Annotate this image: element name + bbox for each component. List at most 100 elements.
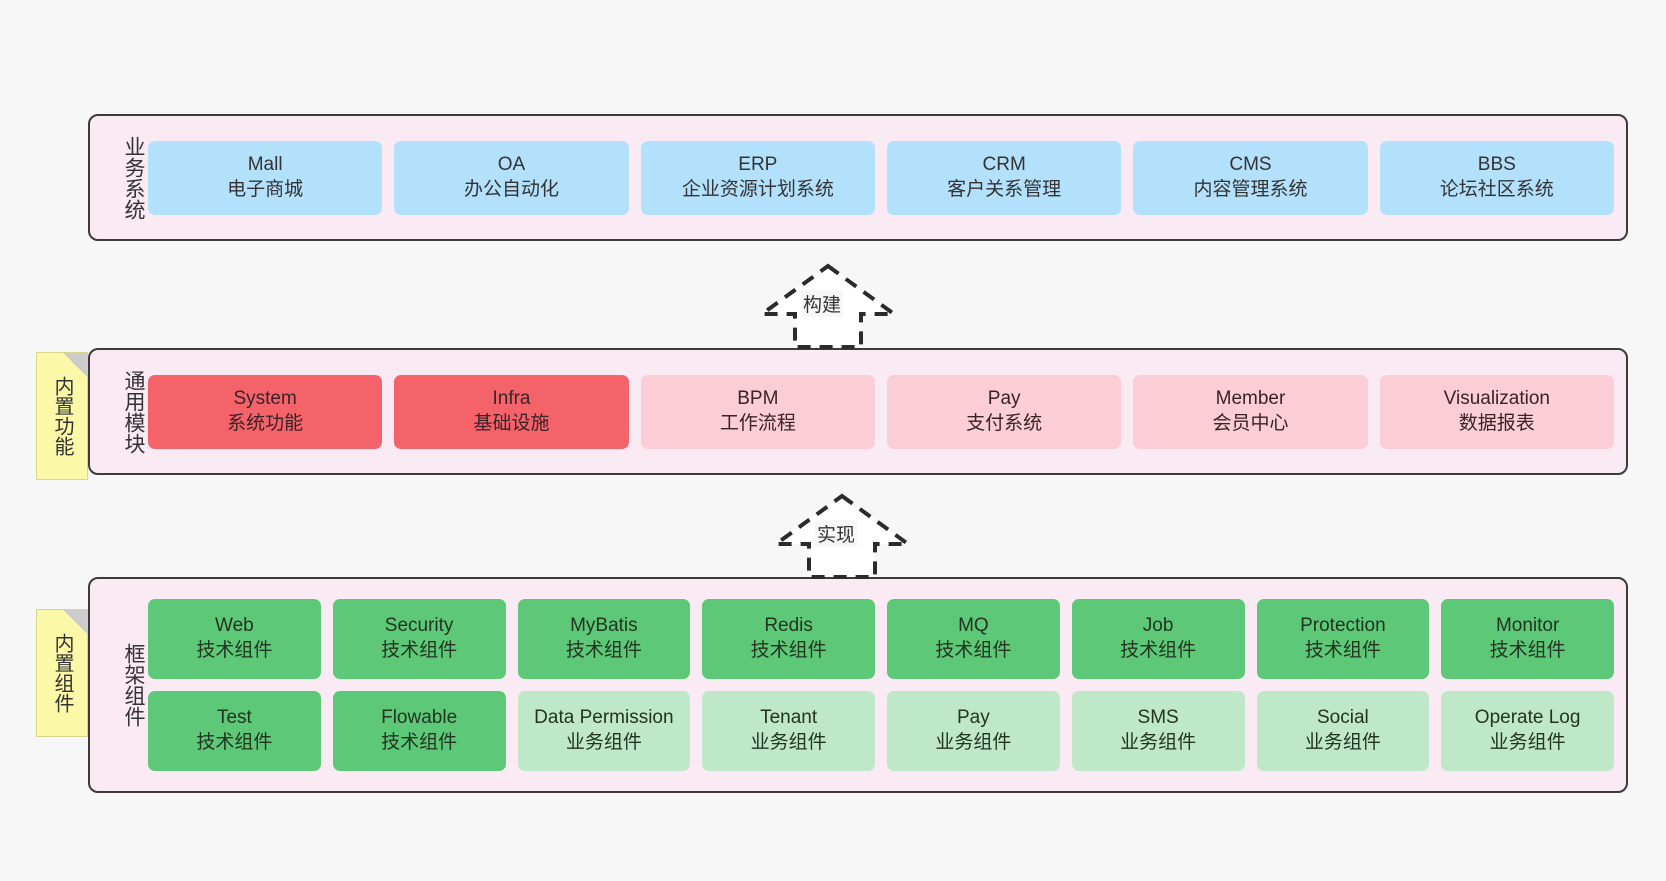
card-title: Operate Log bbox=[1474, 707, 1581, 729]
card-subtitle: 业务组件 bbox=[750, 732, 827, 753]
layer-title-business: 业务系统 bbox=[122, 135, 145, 220]
card-job[interactable]: Job 技术组件 bbox=[1071, 599, 1245, 679]
arrow-build-label: 构建 bbox=[801, 290, 844, 317]
card-title: OA bbox=[497, 153, 526, 175]
card-protection[interactable]: Protection 技术组件 bbox=[1256, 599, 1430, 679]
arrow-build-up: 构建 bbox=[755, 262, 901, 349]
card-title: MQ bbox=[958, 615, 989, 637]
card-title: Monitor bbox=[1495, 615, 1560, 637]
card-web[interactable]: Web 技术组件 bbox=[148, 599, 321, 679]
card-row-framework-business: Test 技术组件 Flowable 技术组件 Data Permission … bbox=[148, 691, 1614, 771]
card-erp[interactable]: ERP 企业资源计划系统 bbox=[640, 140, 875, 215]
card-subtitle: 企业资源计划系统 bbox=[681, 178, 834, 200]
card-redis[interactable]: Redis 技术组件 bbox=[702, 599, 875, 679]
card-subtitle: 技术组件 bbox=[1120, 640, 1197, 661]
layer-common-modules: 通用模块 System 系统功能 Infra 基础设施 BPM 工作流程 Pay… bbox=[88, 348, 1628, 475]
card-cms[interactable]: CMS 内容管理系统 bbox=[1133, 140, 1368, 215]
card-subtitle: 论坛社区系统 bbox=[1439, 178, 1554, 200]
card-mq[interactable]: MQ 技术组件 bbox=[887, 599, 1060, 679]
card-subtitle: 电子商城 bbox=[227, 178, 304, 200]
card-title: SMS bbox=[1137, 707, 1179, 729]
card-subtitle: 业务组件 bbox=[565, 732, 642, 753]
card-data-permission[interactable]: Data Permission 业务组件 bbox=[517, 691, 691, 771]
card-subtitle: 客户关系管理 bbox=[947, 178, 1062, 200]
layer-body-common: System 系统功能 Infra 基础设施 BPM 工作流程 Pay 支付系统… bbox=[144, 350, 1626, 473]
card-title: Member bbox=[1215, 387, 1286, 409]
card-tenant[interactable]: Tenant 业务组件 bbox=[702, 691, 875, 771]
card-subtitle: 系统功能 bbox=[227, 412, 304, 434]
card-subtitle: 技术组件 bbox=[750, 640, 827, 661]
card-title: Visualization bbox=[1443, 387, 1550, 409]
card-title: Social bbox=[1317, 707, 1369, 729]
card-subtitle: 业务组件 bbox=[1120, 732, 1197, 753]
card-title: Mall bbox=[247, 153, 283, 175]
card-title: Flowable bbox=[381, 707, 458, 729]
card-title: Pay bbox=[987, 387, 1021, 409]
card-crm[interactable]: CRM 客户关系管理 bbox=[886, 140, 1122, 215]
card-operate-log[interactable]: Operate Log 业务组件 bbox=[1441, 691, 1614, 771]
arrow-implement-up: 实现 bbox=[769, 492, 915, 579]
card-row-common: System 系统功能 Infra 基础设施 BPM 工作流程 Pay 支付系统… bbox=[148, 374, 1614, 449]
note-builtin-functions: 内置功能 bbox=[36, 352, 88, 480]
note-label: 内置组件 bbox=[51, 633, 73, 713]
card-visualization[interactable]: Visualization 数据报表 bbox=[1379, 374, 1614, 449]
card-title: System bbox=[233, 387, 297, 409]
card-title: Tenant bbox=[760, 707, 818, 729]
card-title: Redis bbox=[764, 615, 813, 637]
card-title: Web bbox=[215, 615, 254, 637]
card-mall[interactable]: Mall 电子商城 bbox=[148, 140, 383, 215]
card-subtitle: 业务组件 bbox=[935, 732, 1012, 753]
card-title: Data Permission bbox=[534, 707, 674, 729]
card-subtitle: 支付系统 bbox=[966, 412, 1043, 434]
card-subtitle: 技术组件 bbox=[196, 640, 273, 661]
card-title: Infra bbox=[492, 387, 531, 409]
card-bpm[interactable]: BPM 工作流程 bbox=[640, 374, 875, 449]
note-label: 内置功能 bbox=[51, 376, 73, 456]
layer-title-common: 通用模块 bbox=[122, 369, 145, 454]
card-subtitle: 业务组件 bbox=[1489, 732, 1566, 753]
card-title: Test bbox=[216, 707, 252, 729]
layer-body-framework: Web 技术组件 Security 技术组件 MyBatis 技术组件 Redi… bbox=[144, 579, 1626, 791]
card-subtitle: 技术组件 bbox=[381, 640, 458, 661]
card-sms[interactable]: SMS 业务组件 bbox=[1071, 691, 1245, 771]
card-subtitle: 会员中心 bbox=[1212, 412, 1289, 434]
card-title: Job bbox=[1142, 615, 1174, 637]
card-title: Protection bbox=[1300, 615, 1386, 637]
card-monitor[interactable]: Monitor 技术组件 bbox=[1441, 599, 1614, 679]
card-system[interactable]: System 系统功能 bbox=[148, 374, 383, 449]
card-subtitle: 办公自动化 bbox=[463, 178, 559, 200]
card-oa[interactable]: OA 办公自动化 bbox=[394, 140, 629, 215]
card-subtitle: 技术组件 bbox=[196, 732, 273, 753]
card-infra[interactable]: Infra 基础设施 bbox=[394, 374, 629, 449]
card-member[interactable]: Member 会员中心 bbox=[1133, 374, 1368, 449]
note-builtin-components: 内置组件 bbox=[36, 609, 88, 737]
card-test[interactable]: Test 技术组件 bbox=[148, 691, 321, 771]
card-pay-component[interactable]: Pay 业务组件 bbox=[887, 691, 1060, 771]
card-title: ERP bbox=[738, 153, 778, 175]
card-title: Pay bbox=[957, 707, 990, 729]
card-title: CRM bbox=[982, 153, 1026, 175]
card-subtitle: 技术组件 bbox=[381, 732, 458, 753]
card-title: CMS bbox=[1229, 153, 1272, 175]
card-subtitle: 数据报表 bbox=[1458, 412, 1535, 434]
arrow-implement-label: 实现 bbox=[815, 520, 858, 547]
card-bbs[interactable]: BBS 论坛社区系统 bbox=[1379, 140, 1614, 215]
card-subtitle: 内容管理系统 bbox=[1193, 178, 1308, 200]
layer-framework-components: 框架组件 Web 技术组件 Security 技术组件 MyBatis 技术组件… bbox=[88, 577, 1628, 793]
card-subtitle: 技术组件 bbox=[935, 640, 1012, 661]
layer-title-framework: 框架组件 bbox=[122, 643, 145, 727]
card-social[interactable]: Social 业务组件 bbox=[1256, 691, 1430, 771]
layer-business-systems: 业务系统 Mall 电子商城 OA 办公自动化 ERP 企业资源计划系统 CRM… bbox=[88, 114, 1628, 241]
card-title: BPM bbox=[737, 387, 779, 409]
card-mybatis[interactable]: MyBatis 技术组件 bbox=[517, 599, 691, 679]
card-title: MyBatis bbox=[570, 615, 638, 637]
card-pay-module[interactable]: Pay 支付系统 bbox=[886, 374, 1122, 449]
card-subtitle: 技术组件 bbox=[1304, 640, 1381, 661]
card-row-business: Mall 电子商城 OA 办公自动化 ERP 企业资源计划系统 CRM 客户关系… bbox=[148, 140, 1614, 215]
card-flowable[interactable]: Flowable 技术组件 bbox=[332, 691, 506, 771]
card-subtitle: 业务组件 bbox=[1304, 732, 1381, 753]
layer-body-business: Mall 电子商城 OA 办公自动化 ERP 企业资源计划系统 CRM 客户关系… bbox=[144, 116, 1626, 239]
card-row-framework-tech: Web 技术组件 Security 技术组件 MyBatis 技术组件 Redi… bbox=[148, 599, 1614, 679]
card-title: Security bbox=[384, 615, 454, 637]
card-security[interactable]: Security 技术组件 bbox=[332, 599, 506, 679]
